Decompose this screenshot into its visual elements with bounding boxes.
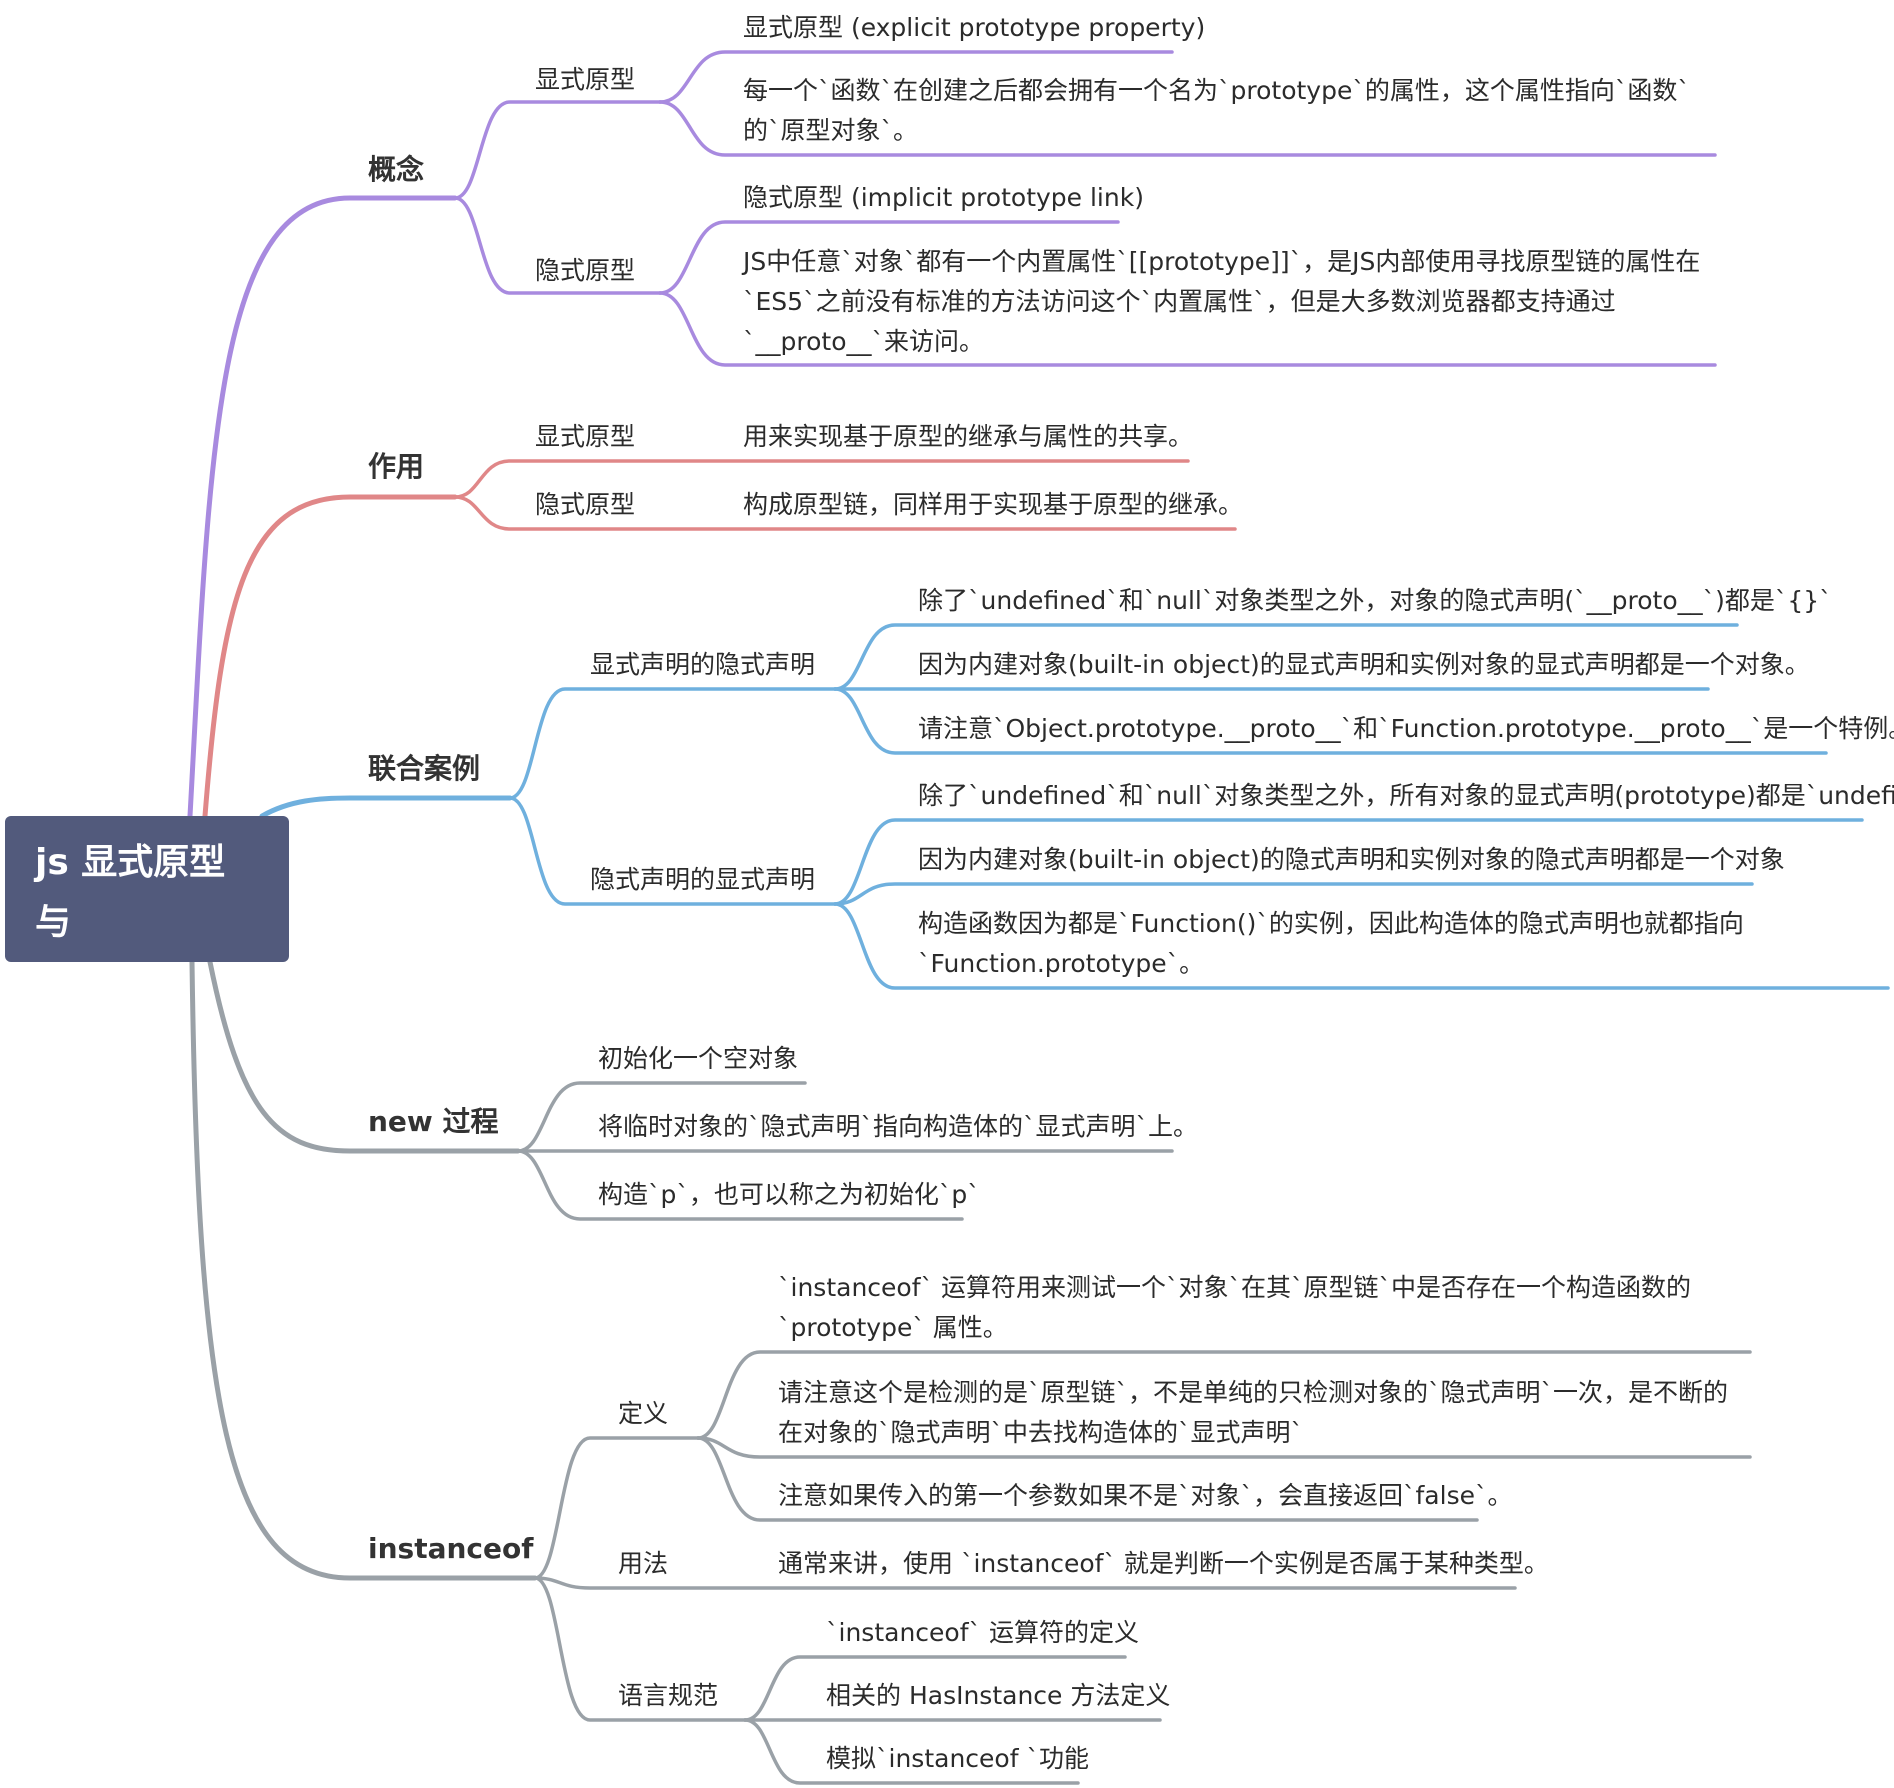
instanceof-spec-item[interactable]: 相关的 HasInstance 方法定义 bbox=[826, 1681, 1171, 1710]
cases-g2-item[interactable]: 因为内建对象(built-in object)的隐式声明和实例对象的隐式声明都是… bbox=[918, 845, 1785, 874]
cases-g1-item[interactable]: 因为内建对象(built-in object)的显式声明和实例对象的显式声明都是… bbox=[918, 650, 1810, 679]
instanceof-spec-item[interactable]: 模拟`instanceof `功能 bbox=[826, 1744, 1089, 1773]
new-process-item[interactable]: 将临时对象的`隐式声明`指向构造体的`显式声明`上。 bbox=[598, 1112, 1199, 1141]
new-process-item[interactable]: 初始化一个空对象 bbox=[598, 1044, 799, 1073]
concept-implicit-label[interactable]: 隐式原型 bbox=[535, 256, 636, 285]
concept-explicit-desc[interactable]: 每一个`函数`在创建之后都会拥有一个名为`prototype`的属性，这个属性指… bbox=[743, 76, 1690, 145]
root-node[interactable]: js 显式原型与 隐式原型 bbox=[5, 816, 289, 1003]
branch-new bbox=[207, 959, 521, 1154]
role-explicit-label[interactable]: 显式原型 bbox=[535, 422, 636, 451]
instanceof-spec-item[interactable]: `instanceof` 运算符的定义 bbox=[826, 1618, 1139, 1647]
concept-implicit-heading[interactable]: 隐式原型 (implicit prototype link) bbox=[743, 183, 1144, 212]
instanceof-definition-item[interactable]: 请注意这个是检测的是`原型链`，不是单纯的只检测对象的`隐式声明`一次，是不断的… bbox=[778, 1378, 1729, 1447]
topic-cases[interactable]: 联合案例 bbox=[368, 752, 481, 785]
root-title-line2: 隐式原型 bbox=[35, 962, 180, 1003]
instanceof-usage-label[interactable]: 用法 bbox=[618, 1549, 669, 1578]
branch-concept bbox=[187, 195, 458, 819]
instanceof-spec-label[interactable]: 语言规范 bbox=[618, 1681, 719, 1710]
branch-cases bbox=[259, 795, 513, 819]
cases-g2-item[interactable]: 除了`undefined`和`null`对象类型之外，所有对象的显式声明(pro… bbox=[918, 781, 1894, 810]
cases-g2-item[interactable]: 构造函数因为都是`Function()`的实例，因此构造体的隐式声明也就都指向`… bbox=[918, 909, 1744, 978]
concept-explicit-heading[interactable]: 显式原型 (explicit prototype property) bbox=[743, 13, 1206, 42]
role-implicit-desc[interactable]: 构成原型链，同样用于实现基于原型的继承。 bbox=[743, 490, 1244, 519]
cases-g2-label[interactable]: 隐式声明的显式声明 bbox=[590, 865, 816, 894]
role-implicit-label[interactable]: 隐式原型 bbox=[535, 490, 636, 519]
instanceof-definition-item[interactable]: `instanceof` 运算符用来测试一个`对象`在其`原型链`中是否存在一个… bbox=[778, 1273, 1691, 1342]
concept-implicit-desc[interactable]: JS中任意`对象`都有一个内置属性`[[prototype]]`，是JS内部使用… bbox=[743, 247, 1701, 356]
instanceof-usage-desc[interactable]: 通常来讲，使用 `instanceof` 就是判断一个实例是否属于某种类型。 bbox=[778, 1549, 1549, 1578]
instanceof-definition-label[interactable]: 定义 bbox=[618, 1399, 669, 1428]
topic-instanceof[interactable]: instanceof bbox=[368, 1532, 534, 1565]
branch-role bbox=[202, 494, 458, 819]
branch-instanceof bbox=[189, 959, 538, 1581]
topic-concept[interactable]: 概念 bbox=[368, 153, 425, 186]
cases-g1-item[interactable]: 除了`undefined`和`null`对象类型之外，对象的隐式声明(`__pr… bbox=[918, 586, 1832, 615]
role-explicit-desc[interactable]: 用来实现基于原型的继承与属性的共享。 bbox=[743, 422, 1194, 451]
concept-explicit-label[interactable]: 显式原型 bbox=[535, 65, 636, 94]
new-process-item[interactable]: 构造`p`，也可以称之为初始化`p` bbox=[598, 1180, 980, 1209]
instanceof-definition-item[interactable]: 注意如果传入的第一个参数如果不是`对象`，会直接返回`false`。 bbox=[778, 1481, 1513, 1510]
root-title-line1: js 显式原型与 bbox=[35, 842, 226, 943]
topic-new-process[interactable]: new 过程 bbox=[368, 1105, 499, 1138]
topic-role[interactable]: 作用 bbox=[368, 450, 425, 483]
cases-g1-label[interactable]: 显式声明的隐式声明 bbox=[590, 650, 816, 679]
cases-g1-item[interactable]: 请注意`Object.prototype.__proto__`和`Functio… bbox=[918, 714, 1894, 743]
